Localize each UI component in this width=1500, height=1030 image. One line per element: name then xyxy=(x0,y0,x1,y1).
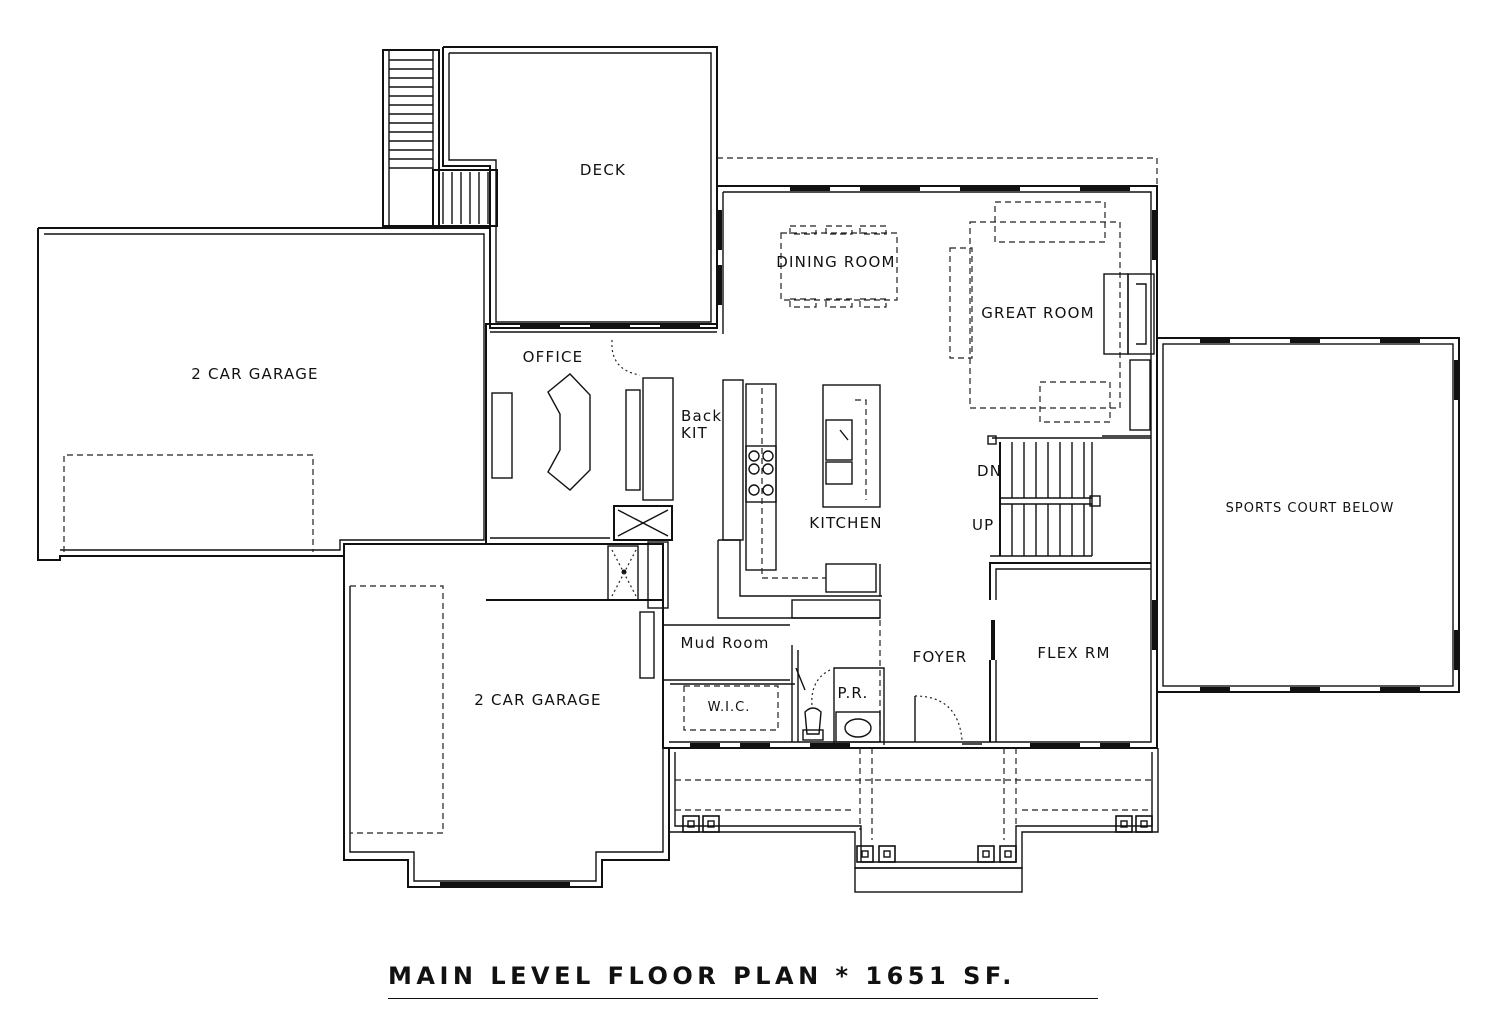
porch-post xyxy=(682,815,700,833)
porch-post-core xyxy=(1140,820,1148,828)
mud-wic-pr xyxy=(662,624,885,745)
back-kit-label-1: Back xyxy=(681,407,722,425)
porch-post xyxy=(999,845,1017,863)
porch-post xyxy=(702,815,720,833)
utility-closets xyxy=(607,541,669,679)
dining-room-label: DINING ROOM xyxy=(776,253,895,271)
porch-post-core xyxy=(982,850,990,858)
upper-garage-outline xyxy=(37,227,491,561)
sports-court-outline xyxy=(1156,337,1460,693)
foyer-label: FOYER xyxy=(913,648,968,666)
front-porch xyxy=(668,748,1159,893)
deck-outline xyxy=(442,46,718,329)
office-label: OFFICE xyxy=(523,348,584,366)
windows xyxy=(520,187,1156,747)
rear-stairs xyxy=(382,49,498,227)
porch-post xyxy=(1115,815,1133,833)
porch-post-core xyxy=(707,820,715,828)
garage-lower-label: 2 CAR GARAGE xyxy=(474,691,601,709)
kitchen-label: KITCHEN xyxy=(809,514,882,532)
porch-post xyxy=(856,845,874,863)
porch-post-core xyxy=(1120,820,1128,828)
stair-up-label: UP xyxy=(972,516,994,534)
mud-room-label: Mud Room xyxy=(680,634,769,652)
title-underline xyxy=(388,998,1098,999)
porch-post-core xyxy=(883,850,891,858)
foyer-door xyxy=(879,620,982,745)
porch-post xyxy=(977,845,995,863)
sports-court-label: SPORTS COURT BELOW xyxy=(1226,501,1395,516)
porch-post-core xyxy=(861,850,869,858)
porch-post-core xyxy=(1004,850,1012,858)
porch-post xyxy=(878,845,896,863)
plan-title: MAIN LEVEL FLOOR PLAN * 1651 SF. xyxy=(388,962,1016,990)
office-walls xyxy=(486,323,717,600)
porch-post xyxy=(1135,815,1153,833)
deck-label: DECK xyxy=(580,161,626,179)
kitchen-fixtures xyxy=(717,379,882,619)
dining-table xyxy=(780,225,898,308)
wic-label: W.I.C. xyxy=(708,700,751,715)
powder-room-label: P.R. xyxy=(838,684,869,702)
great-room-furniture xyxy=(949,201,1155,437)
stair-down-label: DN xyxy=(977,462,1002,480)
lower-garage-outline xyxy=(343,556,670,888)
main-stair xyxy=(987,435,1151,557)
back-kit-label-2: KIT xyxy=(681,424,708,442)
garage-upper-label: 2 CAR GARAGE xyxy=(191,365,318,383)
great-room-label: GREAT ROOM xyxy=(981,304,1095,322)
porch-post-core xyxy=(687,820,695,828)
flex-room-label: FLEX RM xyxy=(1037,644,1110,662)
flex-room-walls xyxy=(989,562,1151,742)
